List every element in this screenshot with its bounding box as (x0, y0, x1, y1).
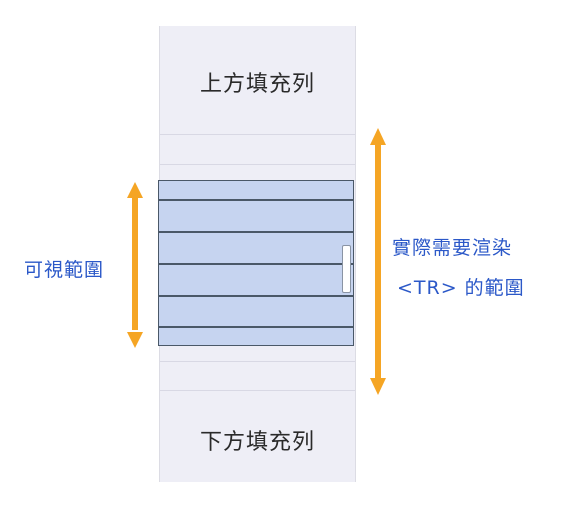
render-range-arrow (370, 128, 386, 395)
top-padding-label: 上方填充列 (199, 72, 315, 97)
row-divider (160, 134, 355, 135)
bottom-padding-label: 下方填充列 (199, 430, 315, 455)
visible-viewport (158, 180, 354, 346)
table-row-divider (159, 199, 353, 201)
render-range-label-line2: <TR> 的範圍 (397, 277, 525, 299)
row-divider (160, 390, 355, 391)
table-row-divider (159, 231, 353, 233)
row-divider (160, 361, 355, 362)
visible-range-label: 可視範圍 (24, 259, 105, 281)
row-divider (160, 164, 355, 165)
table-row-divider (159, 263, 353, 265)
scrollbar-thumb[interactable] (342, 245, 351, 293)
table-row-divider (159, 326, 353, 328)
visible-range-arrow (127, 182, 143, 348)
render-range-label-line1: 實際需要渲染 (392, 237, 513, 259)
table-row-divider (159, 295, 353, 297)
